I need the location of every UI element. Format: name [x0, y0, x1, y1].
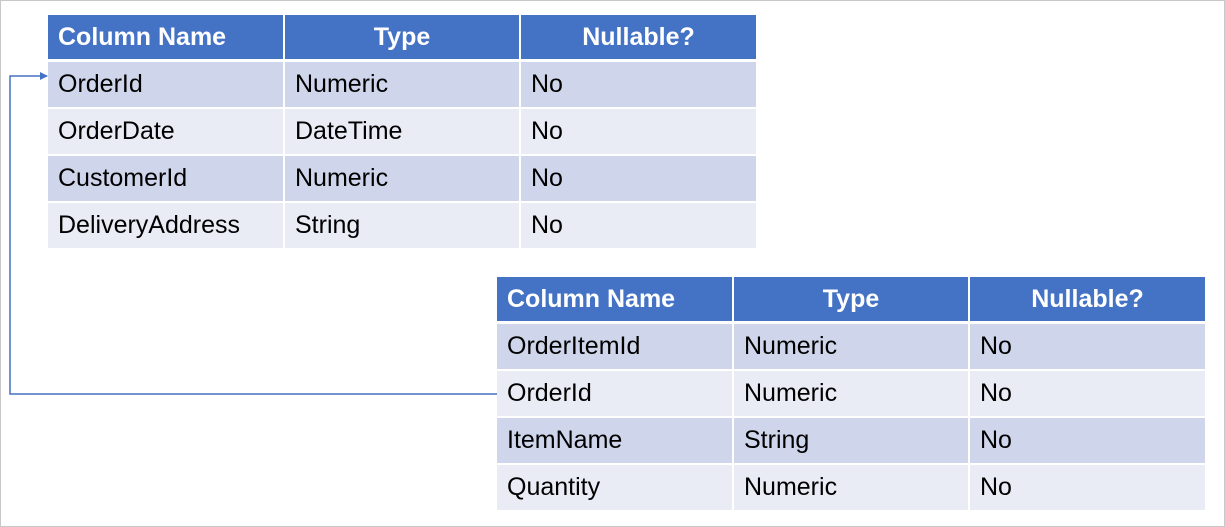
table-row: OrderItemId Numeric No: [497, 321, 1205, 370]
table-row: ItemName String No: [497, 416, 1205, 464]
header-type: Type: [283, 15, 520, 62]
table-row: Quantity Numeric No: [497, 463, 1205, 510]
cell-column-name: ItemName: [497, 416, 733, 464]
table-row: CustomerId Numeric No: [48, 154, 756, 202]
table-row: DeliveryAddress String No: [48, 201, 756, 248]
orders-table: Column Name Type Nullable? OrderId Numer…: [48, 15, 756, 248]
cell-type: Numeric: [732, 369, 969, 417]
cell-type: String: [732, 416, 969, 464]
cell-column-name: OrderId: [497, 369, 733, 417]
cell-column-name: OrderItemId: [497, 321, 733, 370]
cell-type: Numeric: [283, 59, 520, 108]
table-row: OrderDate DateTime No: [48, 107, 756, 155]
cell-type: DateTime: [283, 107, 520, 155]
header-column-name: Column Name: [497, 277, 733, 324]
cell-column-name: DeliveryAddress: [48, 201, 284, 248]
cell-type: Numeric: [732, 463, 969, 510]
cell-nullable: No: [968, 369, 1205, 417]
cell-type: String: [283, 201, 520, 248]
header-nullable: Nullable?: [968, 277, 1205, 324]
cell-nullable: No: [968, 321, 1205, 370]
table-header-row: Column Name Type Nullable?: [497, 277, 1205, 324]
cell-nullable: No: [968, 416, 1205, 464]
header-nullable: Nullable?: [519, 15, 756, 62]
cell-type: Numeric: [283, 154, 520, 202]
table-header-row: Column Name Type Nullable?: [48, 15, 756, 62]
cell-type: Numeric: [732, 321, 969, 370]
table-row: OrderId Numeric No: [497, 369, 1205, 417]
header-type: Type: [732, 277, 969, 324]
table-row: OrderId Numeric No: [48, 59, 756, 108]
cell-column-name: CustomerId: [48, 154, 284, 202]
cell-column-name: OrderDate: [48, 107, 284, 155]
header-column-name: Column Name: [48, 15, 284, 62]
cell-column-name: Quantity: [497, 463, 733, 510]
cell-column-name: OrderId: [48, 59, 284, 108]
cell-nullable: No: [968, 463, 1205, 510]
cell-nullable: No: [519, 107, 756, 155]
order-items-table: Column Name Type Nullable? OrderItemId N…: [497, 277, 1205, 510]
cell-nullable: No: [519, 201, 756, 248]
cell-nullable: No: [519, 154, 756, 202]
cell-nullable: No: [519, 59, 756, 108]
